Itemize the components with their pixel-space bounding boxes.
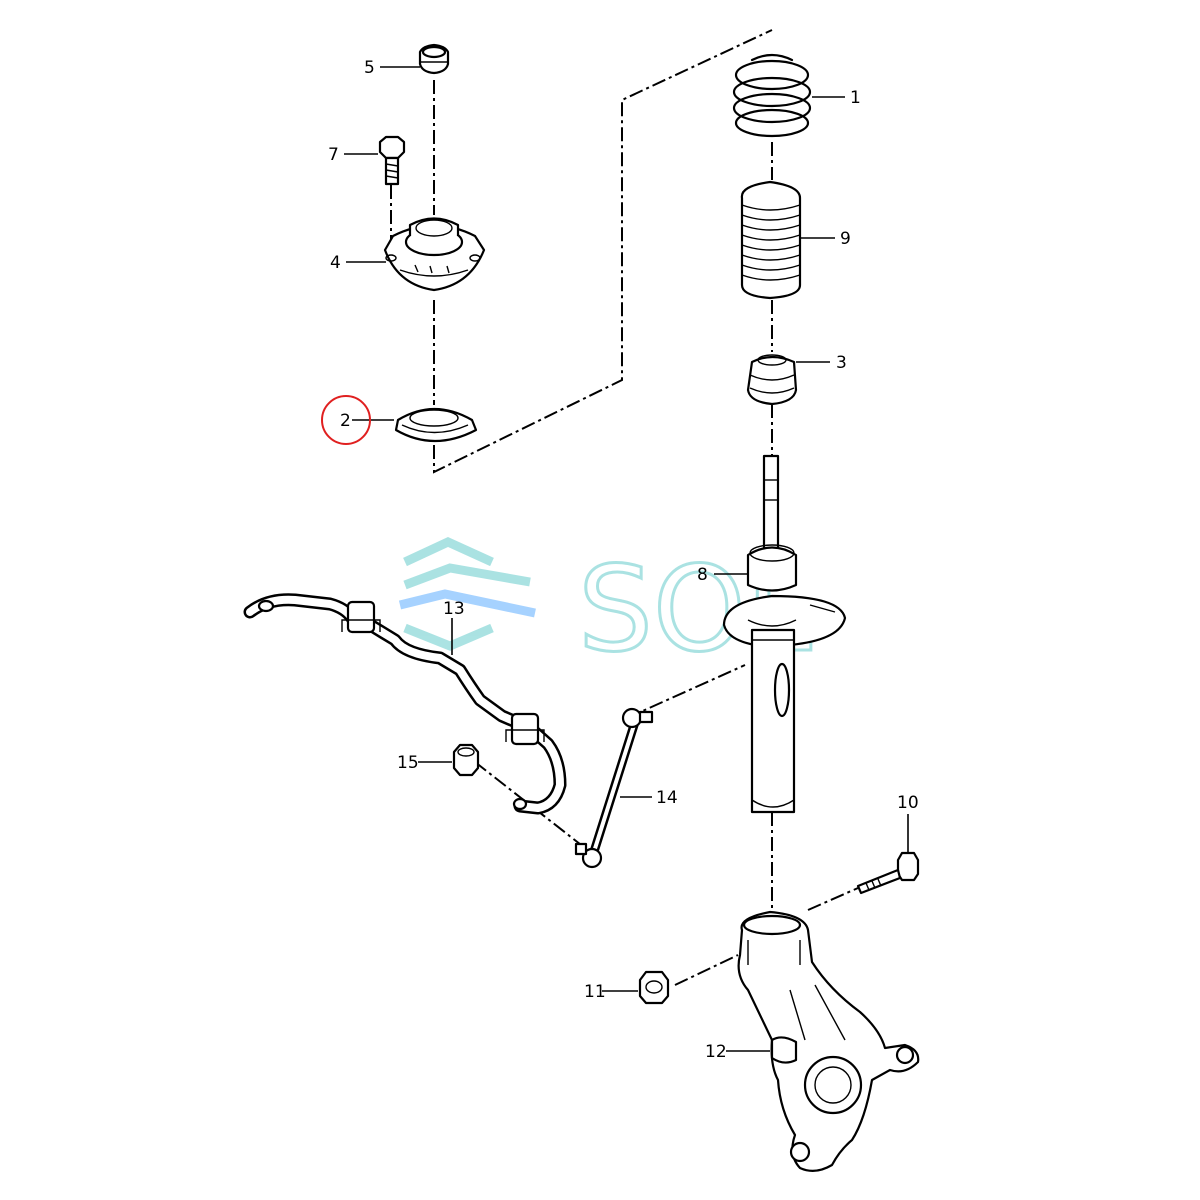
callout-7: 7: [328, 145, 339, 165]
part-10-bolt: [856, 851, 920, 895]
callout-11: 11: [584, 982, 606, 1002]
part-4-strut-mount: [383, 217, 486, 292]
callout-2: 2: [340, 411, 351, 431]
part-8-strut: [722, 454, 847, 814]
callout-15: 15: [397, 753, 419, 773]
leader-lines: [344, 66, 909, 1052]
part-14-coupling-rod: [574, 707, 654, 869]
callout-2-highlight: [321, 395, 371, 445]
callout-1: 1: [850, 88, 861, 108]
callout-4: 4: [330, 253, 341, 273]
part-11-nut: [638, 970, 670, 1005]
assembly-lines: [390, 29, 859, 986]
callout-9: 9: [840, 229, 851, 249]
callout-14: 14: [656, 788, 678, 808]
callout-8: 8: [697, 565, 708, 585]
part-2-bearing: [394, 407, 478, 443]
callout-12: 12: [705, 1042, 727, 1062]
part-5-nut: [418, 43, 450, 75]
callout-5: 5: [364, 58, 375, 78]
part-7-bolt: [378, 135, 406, 186]
part-3-bump-stop: [746, 354, 798, 406]
part-13-stabilizer-bar: [243, 593, 567, 815]
part-1-coil-spring: [732, 53, 812, 138]
part-12-steering-knuckle: [737, 910, 920, 1172]
part-9-dust-boot: [740, 180, 802, 300]
callout-10: 10: [897, 793, 919, 813]
callout-3: 3: [836, 353, 847, 373]
part-15-nut: [452, 743, 480, 777]
callout-13: 13: [443, 599, 465, 619]
callout-labels: 1 2 3 4 5 7 8 9 10 11 12 13 14 15: [321, 58, 919, 1062]
